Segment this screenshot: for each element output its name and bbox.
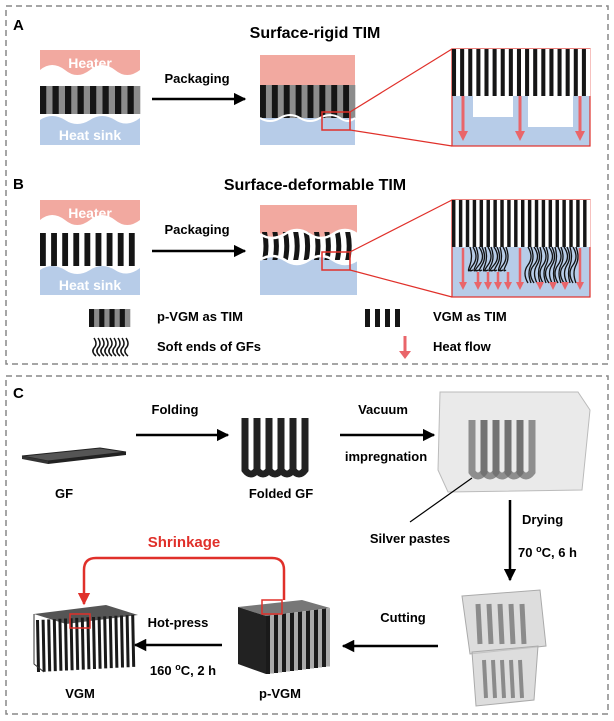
shrinkage-label: Shrinkage <box>148 534 221 551</box>
legend-vgm-label: VGM as TIM <box>433 309 507 324</box>
heater-block-a <box>40 50 140 75</box>
vgm-label: VGM <box>65 686 95 701</box>
folding-label: Folding <box>152 402 199 417</box>
silver-paste-block <box>437 391 591 493</box>
packaging-label-b: Packaging <box>164 222 229 237</box>
packaged-interface-a <box>259 114 356 122</box>
air-gap-a1 <box>473 96 513 117</box>
legend-soft-ends-label: Soft ends of GFs <box>157 339 261 354</box>
p-vgm-label: p-VGM <box>259 686 301 701</box>
silver-pointer-line <box>409 477 473 523</box>
shrinkage-arrow <box>77 556 286 606</box>
dried-cut-pieces <box>461 589 547 707</box>
zoom-line-a-top <box>349 48 453 113</box>
packaged-heater-a <box>260 55 355 85</box>
folded-gf-label: Folded GF <box>249 486 313 501</box>
silver-pastes-label: Silver pastes <box>370 531 450 546</box>
panel-a-letter: A <box>13 17 24 34</box>
legend-heat-flow-icon <box>399 336 411 359</box>
vgm-stripes-b <box>40 233 135 266</box>
drying-condition: 70 oC, 6 h <box>518 544 577 560</box>
packaged-heater-b <box>260 205 357 238</box>
zoom-line-b-bottom <box>349 269 453 298</box>
soft-ends-b <box>467 246 579 284</box>
cutting-label: Cutting <box>380 610 426 625</box>
legend-vgm-icon <box>365 309 406 327</box>
panel-b-letter: B <box>13 176 24 193</box>
vgm-block <box>33 605 138 673</box>
legend-p-vgm-label: p-VGM as TIM <box>157 309 243 324</box>
p-vgm-block <box>238 600 330 674</box>
impregnation-label: impregnation <box>345 449 427 464</box>
legend-soft-ends-icon <box>92 337 129 357</box>
zoom-line-a-bottom <box>349 129 453 147</box>
panel-b-title: Surface-deformable TIM <box>224 177 406 194</box>
drying-label: Drying <box>522 512 563 527</box>
heater-block-b <box>40 200 140 225</box>
vgm-zoom-box <box>69 613 91 629</box>
folded-gf-in-paste <box>468 420 536 480</box>
zoom-stripes-a <box>452 49 591 96</box>
legend-heat-flow-label: Heat flow <box>433 339 492 354</box>
panel-c-border <box>5 375 609 715</box>
air-gap-a2 <box>528 96 573 127</box>
packaged-sink-b <box>260 256 357 295</box>
heat-sink-block-b <box>40 266 140 295</box>
p-vgm-stripes-a <box>40 86 141 114</box>
zoom-box-b <box>321 251 351 271</box>
panel-a-title: Surface-rigid TIM <box>250 25 381 42</box>
hotpress-condition: 160 oC, 2 h <box>150 662 216 678</box>
zoom-box-a <box>321 111 351 131</box>
gf-label: GF <box>55 486 73 501</box>
packaged-stripes-b <box>259 228 358 266</box>
zoom-line-b-top <box>349 199 453 253</box>
zoom-stripes-b <box>452 200 591 247</box>
heat-flow-arrows-b <box>459 248 584 290</box>
packaging-label-a: Packaging <box>164 71 229 86</box>
p-vgm-zoom-box <box>261 599 283 615</box>
heater-label-b: Heater <box>68 205 112 221</box>
hotpress-label: Hot-press <box>148 615 209 630</box>
folded-gf-icon <box>241 418 309 478</box>
vacuum-label: Vacuum <box>358 402 408 417</box>
heat-sink-label-a: Heat sink <box>59 127 121 143</box>
panel-ab-border <box>5 5 609 365</box>
heat-sink-label-b: Heat sink <box>59 277 121 293</box>
heat-flow-arrows-a <box>458 96 585 141</box>
panel-c-letter: C <box>13 385 24 402</box>
heat-sink-block-a <box>40 116 140 145</box>
packaged-stripes-a <box>260 85 356 118</box>
heater-label-a: Heater <box>68 55 112 71</box>
legend-p-vgm-icon <box>89 309 131 327</box>
